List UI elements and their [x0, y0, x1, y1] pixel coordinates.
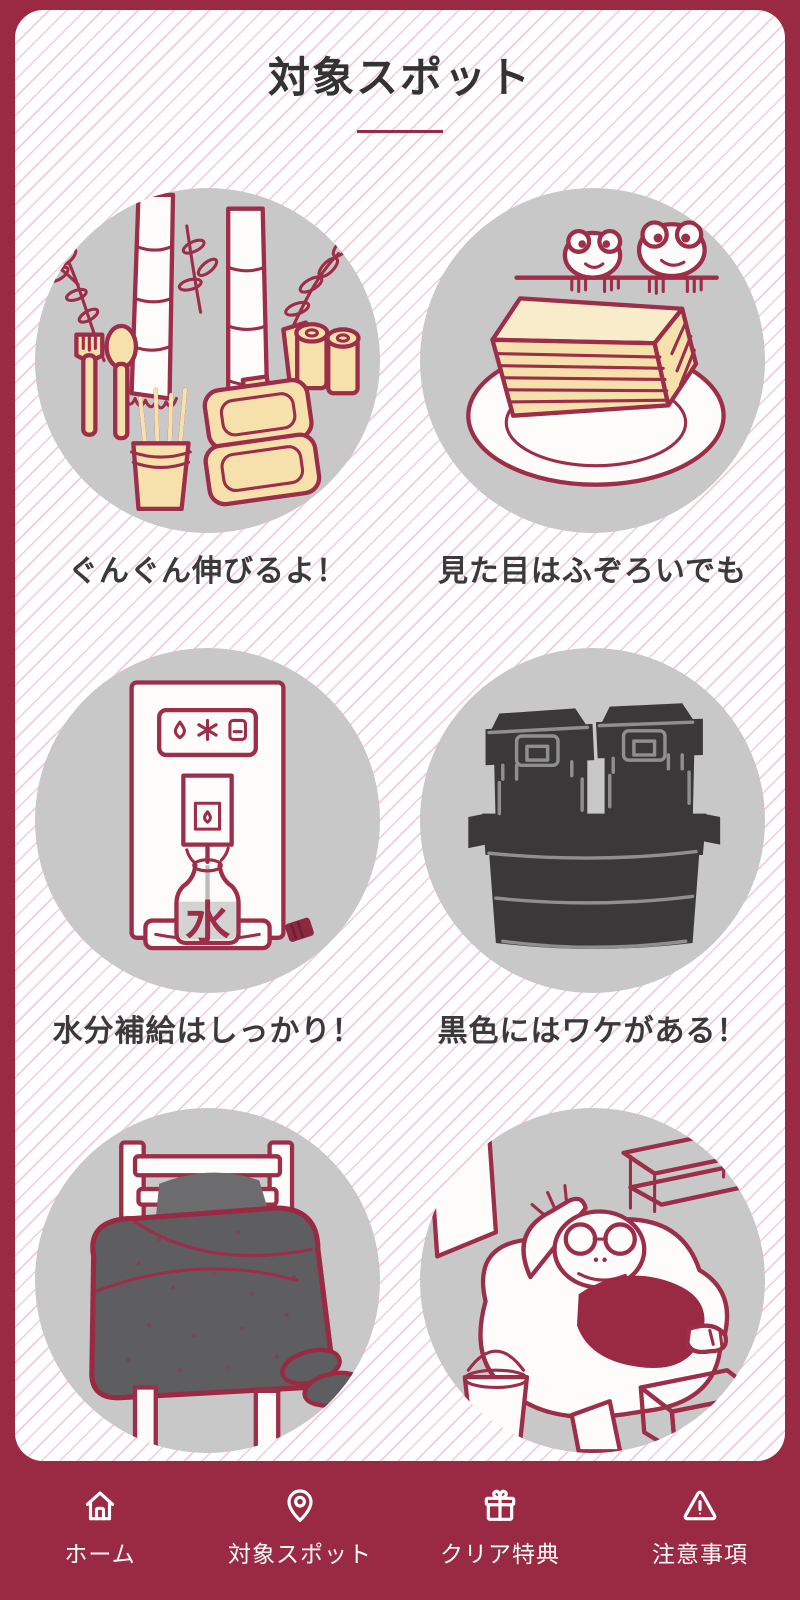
layered-cake-illustration — [420, 188, 765, 534]
spot-caption: 水分補給はしっかり！ — [52, 1015, 363, 1049]
map-pin-icon — [280, 1486, 320, 1526]
spot-caption: 見た目はふぞろいでも — [437, 555, 748, 589]
title-underline — [357, 130, 443, 134]
spot-tile-cake: 見た目はふぞろいでも — [400, 188, 785, 648]
nav-item-spots[interactable]: 対象スポット — [200, 1486, 400, 1569]
warning-icon — [680, 1486, 720, 1526]
nav-item-home[interactable]: ホーム — [0, 1486, 200, 1569]
spot-caption: ぐんぐん伸びるよ！ — [68, 555, 347, 589]
nav-item-notes[interactable]: 注意事項 — [600, 1486, 800, 1569]
frog-beanbag-illustration — [420, 1108, 765, 1454]
content-sheet: 対象スポット — [15, 10, 785, 1461]
bed-illustration — [35, 1108, 380, 1454]
home-icon — [80, 1486, 120, 1526]
spot-tile-bamboo: ぐんぐん伸びるよ！ — [15, 188, 400, 648]
water-kanji-label: 水 — [185, 897, 230, 948]
spot-tile-bed — [15, 1108, 400, 1461]
bottom-navigation: ホーム 対象スポット クリア特典 — [0, 1461, 800, 1600]
bamboo-goods-illustration — [35, 188, 380, 534]
nav-label-spots: 対象スポット — [228, 1541, 372, 1567]
nav-item-rewards[interactable]: クリア特典 — [400, 1486, 600, 1569]
spot-caption: 黒色にはワケがある！ — [437, 1015, 748, 1049]
spot-tile-water: 水 水分補給はしっかり！ — [15, 648, 400, 1108]
nav-label-notes: 注意事項 — [652, 1541, 748, 1567]
black-containers-illustration — [420, 648, 765, 994]
spot-grid: ぐんぐん伸びるよ！ — [15, 188, 785, 1461]
nav-label-home: ホーム — [64, 1541, 136, 1567]
nav-label-rewards: クリア特典 — [440, 1541, 560, 1567]
gift-icon — [480, 1486, 520, 1526]
water-station-illustration: 水 — [35, 648, 380, 994]
page-title: 対象スポット — [267, 54, 532, 101]
spot-tile-frog — [400, 1108, 785, 1461]
spot-tile-containers: 黒色にはワケがある！ — [400, 648, 785, 1108]
